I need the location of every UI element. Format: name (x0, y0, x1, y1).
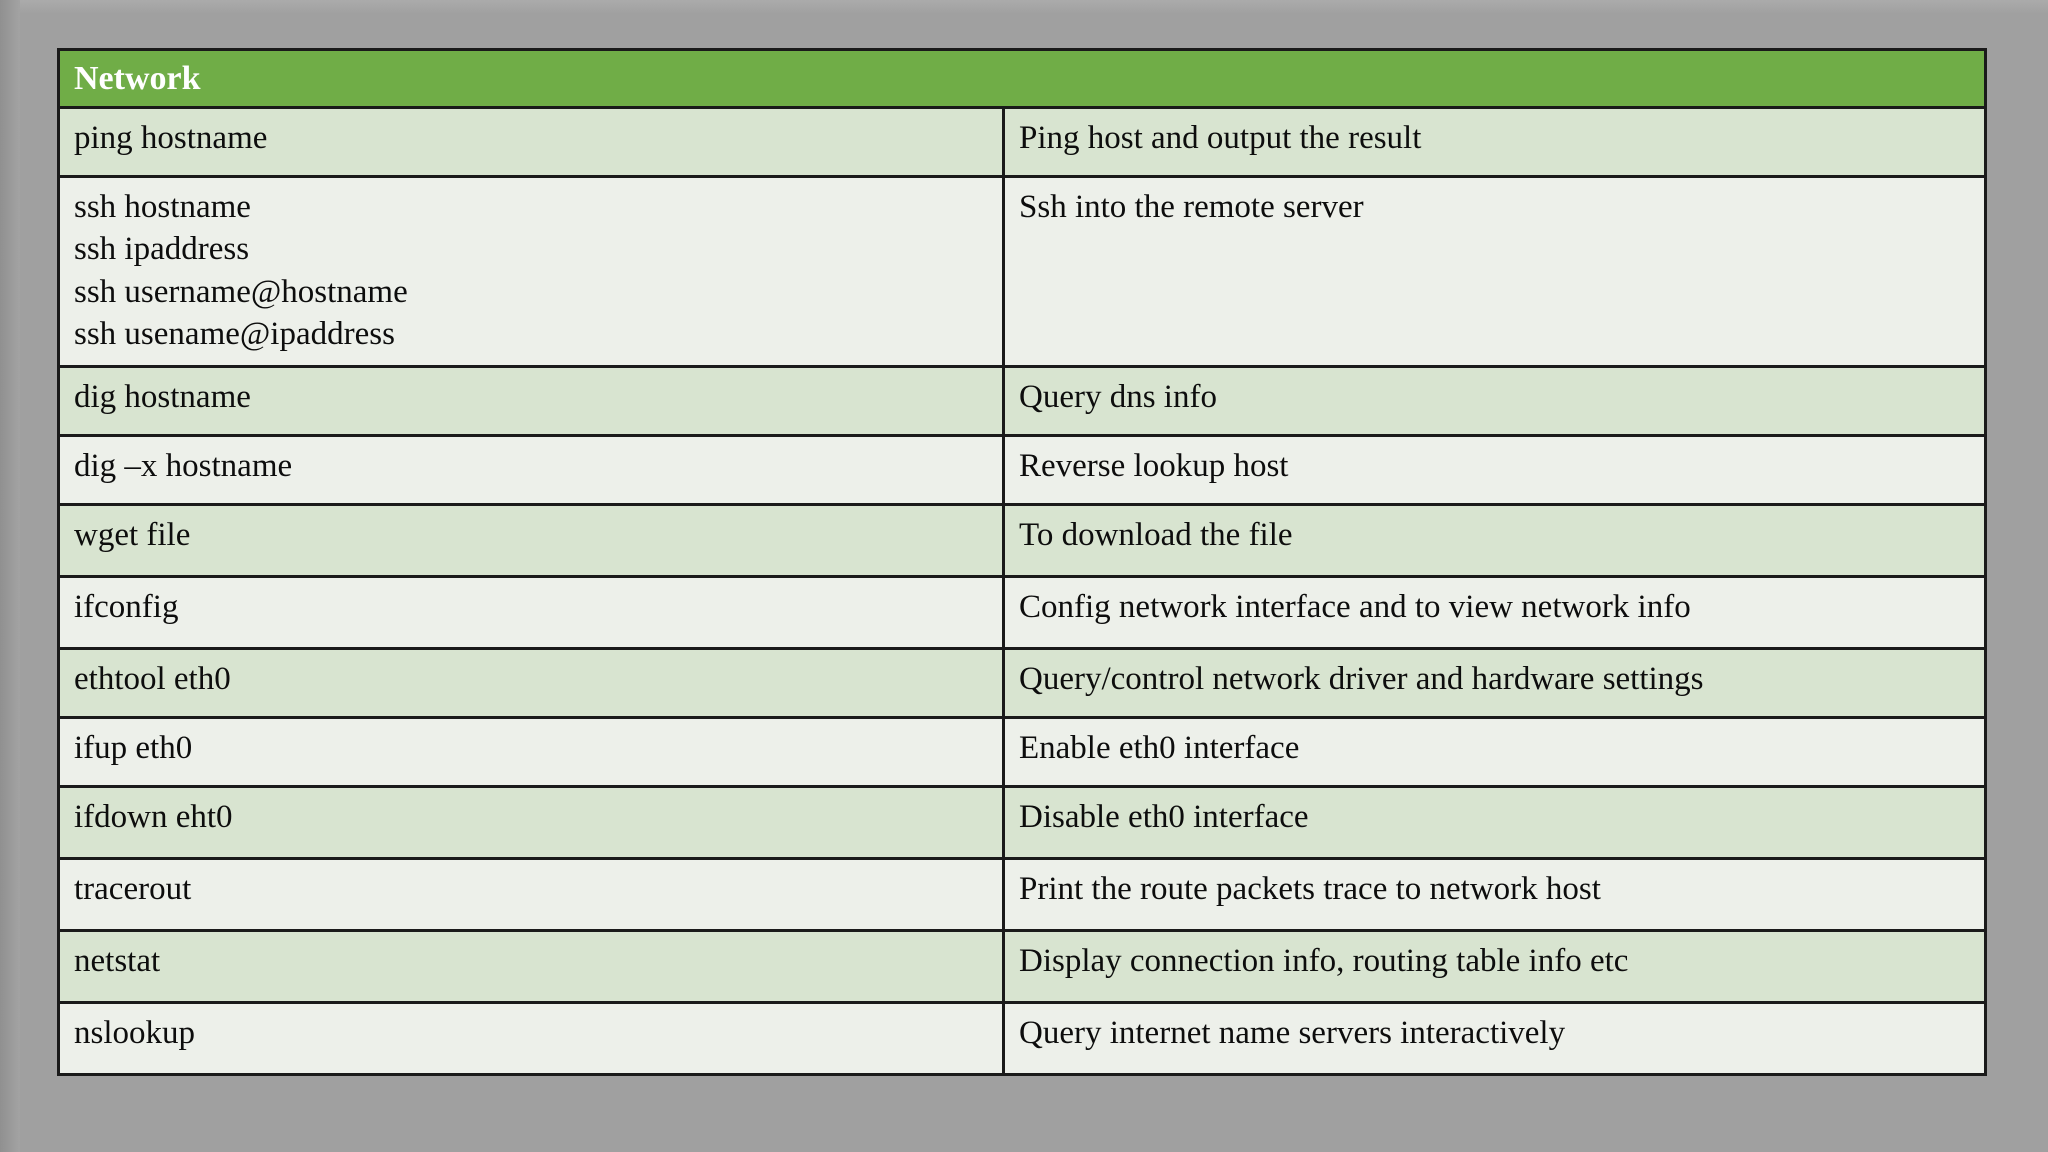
command-cell: netstat (58, 929, 1005, 1003)
description-text: Ping host and output the result (1019, 120, 1422, 157)
command-line: ssh hostname (74, 189, 251, 226)
description-text: Print the route packets trace to network… (1019, 871, 1601, 908)
table-row: dig hostname Query dns info (58, 365, 1986, 436)
command-cell: ssh hostname ssh ipaddress ssh username@ho… (58, 175, 1005, 367)
description-text: Query/control network driver and hardwar… (1019, 661, 1704, 698)
table-row: ifdown eht0 Disable eth0 interface (58, 785, 1986, 859)
table-row: tracerout Print the route packets trace t… (58, 857, 1986, 931)
network-commands-table: Network ping hostname Ping host and outpu… (57, 48, 1987, 1077)
command-line: wget file (74, 517, 191, 554)
table-header: Network (58, 49, 1986, 110)
description-cell: Display connection info, routing table i… (1003, 929, 1986, 1003)
table-row: wget file To download the file (58, 503, 1986, 577)
command-line: netstat (74, 943, 161, 980)
background-left-band (0, 0, 20, 1152)
description-cell: Disable eth0 interface (1003, 785, 1986, 859)
table-row: netstat Display connection info, routing … (58, 929, 1986, 1003)
network-commands-panel: Network ping hostname Ping host and outpu… (57, 48, 1987, 1077)
command-line: dig –x hostname (74, 448, 293, 485)
table-row: dig –x hostname Reverse lookup host (58, 434, 1986, 505)
command-cell: ping hostname (58, 107, 1005, 177)
background-top-band (0, 0, 2048, 14)
table-row: ifup eth0 Enable eth0 interface (58, 716, 1986, 787)
command-line: ssh username@hostname (74, 273, 408, 310)
command-line: dig hostname (74, 379, 251, 416)
command-line: ifconfig (74, 589, 179, 626)
command-cell: ethtool eth0 (58, 647, 1005, 718)
command-line: ping hostname (74, 120, 268, 157)
table-row: ping hostname Ping host and output the re… (58, 107, 1986, 177)
table-title: Network (58, 49, 1986, 110)
description-cell: To download the file (1003, 503, 1986, 577)
description-text: Query dns info (1019, 379, 1217, 416)
description-cell: Query/control network driver and hardwar… (1003, 647, 1986, 718)
description-cell: Query internet name servers interactivel… (1003, 1001, 1986, 1075)
description-cell: Enable eth0 interface (1003, 716, 1986, 787)
description-cell: Print the route packets trace to network… (1003, 857, 1986, 931)
command-line: nslookup (74, 1015, 196, 1052)
description-text: Ssh into the remote server (1019, 189, 1364, 226)
command-line: ssh ipaddress (74, 231, 250, 268)
description-text: Reverse lookup host (1019, 448, 1289, 485)
command-line: tracerout (74, 871, 192, 908)
header-row: Network (58, 49, 1986, 110)
description-text: Disable eth0 interface (1019, 799, 1309, 836)
command-line: ifup eth0 (74, 730, 193, 767)
table-row: nslookup Query internet name servers inte… (58, 1001, 1986, 1075)
table-body: ping hostname Ping host and output the re… (58, 107, 1986, 1075)
command-cell: ifup eth0 (58, 716, 1005, 787)
description-text: Enable eth0 interface (1019, 730, 1300, 767)
command-line: ethtool eth0 (74, 661, 231, 698)
description-text: Query internet name servers interactivel… (1019, 1015, 1566, 1052)
description-cell: Query dns info (1003, 365, 1986, 436)
command-line: ifdown eht0 (74, 799, 233, 836)
table-row: ifconfig Config network interface and to … (58, 575, 1986, 649)
table-row: ethtool eth0 Query/control network driver… (58, 647, 1986, 718)
description-text: Display connection info, routing table i… (1019, 943, 1629, 980)
command-line: ssh usename@ipaddress (74, 315, 395, 352)
command-cell: ifdown eht0 (58, 785, 1005, 859)
command-cell: dig hostname (58, 365, 1005, 436)
command-cell: tracerout (58, 857, 1005, 931)
description-text: To download the file (1019, 517, 1293, 554)
description-cell: Config network interface and to view net… (1003, 575, 1986, 649)
description-cell: Reverse lookup host (1003, 434, 1986, 505)
command-cell: dig –x hostname (58, 434, 1005, 505)
description-cell: Ping host and output the result (1003, 107, 1986, 177)
table-row: ssh hostname ssh ipaddress ssh username@ho… (58, 175, 1986, 367)
command-cell: nslookup (58, 1001, 1005, 1075)
command-cell: wget file (58, 503, 1005, 577)
description-cell: Ssh into the remote server (1003, 175, 1986, 367)
description-text: Config network interface and to view net… (1019, 589, 1691, 626)
command-cell: ifconfig (58, 575, 1005, 649)
